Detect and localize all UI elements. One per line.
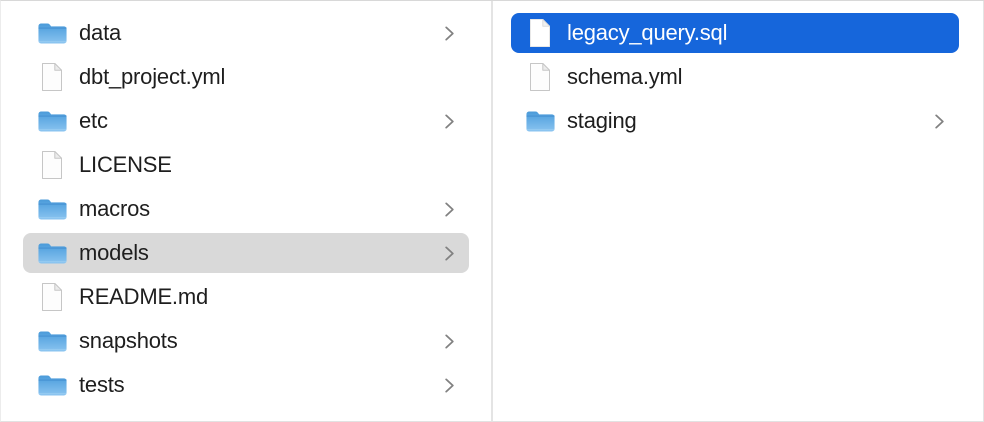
file-name-label: README.md: [79, 284, 208, 309]
document-icon: [42, 63, 62, 91]
chevron-right-icon: [444, 201, 455, 218]
file-name-label: snapshots: [79, 328, 178, 353]
file-name-label: tests: [79, 372, 125, 397]
file-row-readme-md[interactable]: README.md: [23, 277, 469, 317]
document-icon: [530, 19, 550, 47]
folder-icon: [37, 243, 67, 264]
document-icon: [42, 151, 62, 179]
folder-row-etc[interactable]: etc: [23, 101, 469, 141]
folder-icon: [37, 199, 67, 220]
folder-row-staging[interactable]: staging: [511, 101, 959, 141]
folder-icon: [37, 23, 67, 44]
file-name-label: staging: [567, 108, 637, 133]
document-icon: [530, 63, 550, 91]
chevron-right-icon: [444, 25, 455, 42]
folder-row-tests[interactable]: tests: [23, 365, 469, 405]
finder-column-parent: data: [1, 1, 493, 421]
chevron-right-icon: [444, 333, 455, 350]
file-name-label: macros: [79, 196, 150, 221]
column-divider[interactable]: [491, 1, 493, 421]
folder-row-macros[interactable]: macros: [23, 189, 469, 229]
chevron-right-icon: [934, 113, 945, 130]
folder-row-data[interactable]: data: [23, 13, 469, 53]
chevron-right-icon: [444, 113, 455, 130]
file-row-legacy-query-sql[interactable]: legacy_query.sql: [511, 13, 959, 53]
chevron-right-icon: [444, 377, 455, 394]
document-icon: [42, 283, 62, 311]
finder-column-contents: legacy_query.sql: [493, 1, 984, 421]
file-name-label: data: [79, 20, 122, 45]
folder-icon: [37, 331, 67, 352]
chevron-right-icon: [444, 245, 455, 262]
file-row-dbt-project-yml[interactable]: dbt_project.yml: [23, 57, 469, 97]
folder-row-snapshots[interactable]: snapshots: [23, 321, 469, 361]
file-name-label: LICENSE: [79, 152, 172, 177]
folder-icon: [525, 111, 555, 132]
file-name-label: schema.yml: [567, 64, 683, 89]
file-name-label: models: [79, 240, 149, 265]
file-row-schema-yml[interactable]: schema.yml: [511, 57, 959, 97]
folder-icon: [37, 111, 67, 132]
folder-icon: [37, 375, 67, 396]
file-name-label: legacy_query.sql: [567, 20, 728, 45]
file-row-license[interactable]: LICENSE: [23, 145, 469, 185]
file-name-label: etc: [79, 108, 108, 133]
folder-row-models[interactable]: models: [23, 233, 469, 273]
file-name-label: dbt_project.yml: [79, 64, 226, 89]
